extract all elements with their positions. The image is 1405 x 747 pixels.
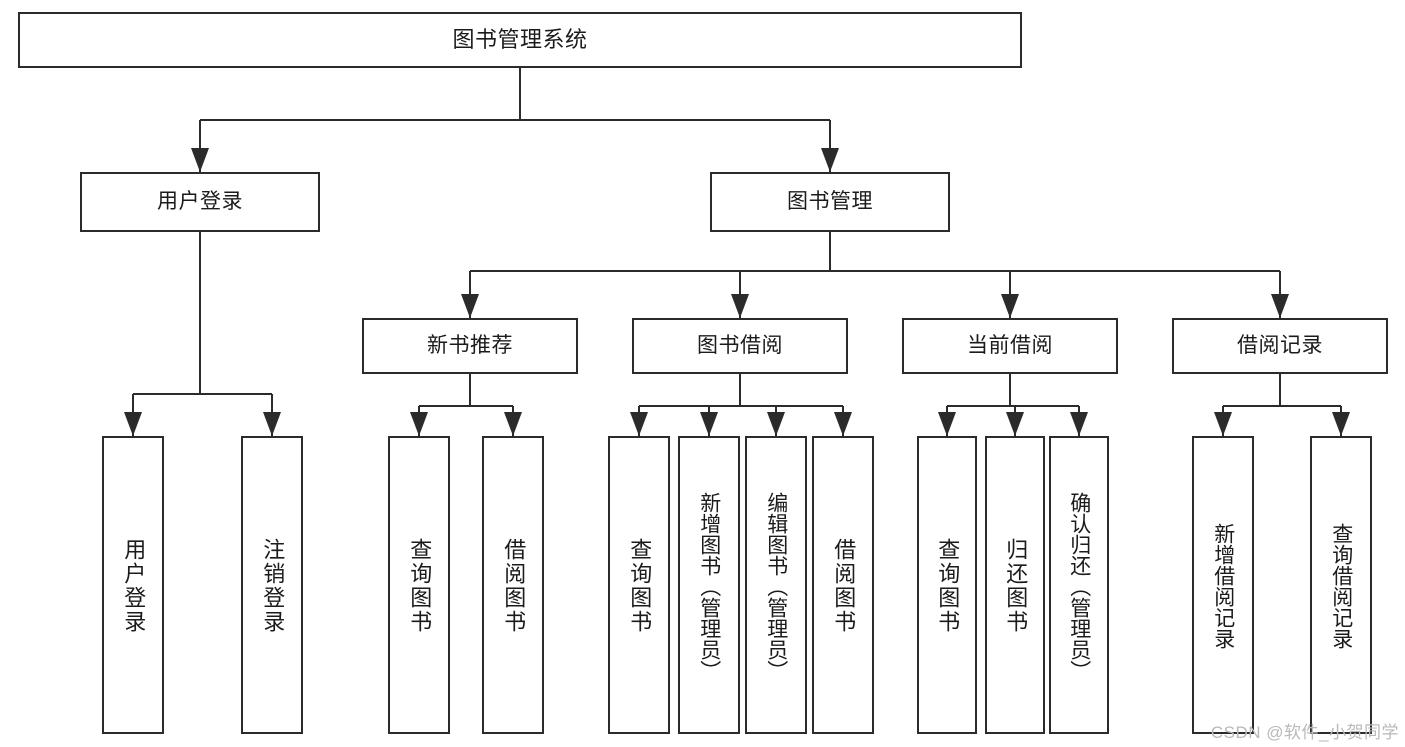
node-leaf_query_record-label: 查询借阅记录 (1329, 523, 1353, 649)
node-borrow_record[interactable]: 借阅记录 (1172, 318, 1388, 374)
node-book_manage[interactable]: 图书管理 (710, 172, 950, 232)
node-user_login-label: 用户登录 (157, 190, 243, 214)
node-leaf_return_book-label: 归还图书 (1003, 538, 1029, 634)
node-leaf_add_book[interactable]: 新增图书（管理员） (678, 436, 740, 734)
arrowhead-icon (1001, 294, 1019, 318)
node-leaf_user_login[interactable]: 用户登录 (102, 436, 164, 734)
node-leaf_query_book_1-label: 查询图书 (407, 538, 433, 634)
node-leaf_add_record[interactable]: 新增借阅记录 (1192, 436, 1254, 734)
arrowhead-icon (938, 412, 956, 436)
node-user_login[interactable]: 用户登录 (80, 172, 320, 232)
node-borrow_record-label: 借阅记录 (1237, 334, 1323, 358)
arrowhead-icon (834, 412, 852, 436)
arrowhead-icon (504, 412, 522, 436)
arrowhead-icon (1070, 412, 1088, 436)
arrowhead-icon (767, 412, 785, 436)
node-leaf_confirm_return[interactable]: 确认归还（管理员） (1049, 436, 1109, 734)
node-leaf_add_record-label: 新增借阅记录 (1211, 523, 1235, 649)
arrowhead-icon (410, 412, 428, 436)
node-leaf_add_book-label: 新增图书（管理员） (697, 491, 721, 681)
node-current_borrow-label: 当前借阅 (967, 334, 1053, 358)
node-leaf_return_book[interactable]: 归还图书 (985, 436, 1045, 734)
node-leaf_query_record[interactable]: 查询借阅记录 (1310, 436, 1372, 734)
arrowhead-icon (1214, 412, 1232, 436)
node-book_borrow[interactable]: 图书借阅 (632, 318, 848, 374)
node-leaf_user_logout[interactable]: 注销登录 (241, 436, 303, 734)
node-new_book_rec-label: 新书推荐 (427, 334, 513, 358)
node-root-root[interactable]: 图书管理系统 (18, 12, 1022, 68)
node-book_borrow-label: 图书借阅 (697, 334, 783, 358)
arrowhead-icon (124, 412, 142, 436)
node-leaf_borrow_book_1-label: 借阅图书 (501, 538, 527, 634)
node-leaf_query_book_3-label: 查询图书 (935, 538, 961, 634)
node-root-root-label: 图书管理系统 (452, 26, 588, 52)
node-leaf_edit_book[interactable]: 编辑图书（管理员） (745, 436, 807, 734)
node-leaf_query_book_1[interactable]: 查询图书 (388, 436, 450, 734)
node-leaf_borrow_book_2-label: 借阅图书 (831, 538, 857, 634)
arrowhead-icon (630, 412, 648, 436)
arrowhead-icon (821, 148, 839, 172)
arrowhead-icon (191, 148, 209, 172)
node-leaf_query_book_3[interactable]: 查询图书 (917, 436, 977, 734)
node-leaf_user_logout-label: 注销登录 (260, 538, 286, 634)
node-new_book_rec[interactable]: 新书推荐 (362, 318, 578, 374)
node-leaf_edit_book-label: 编辑图书（管理员） (764, 491, 788, 681)
arrowhead-icon (1271, 294, 1289, 318)
arrowhead-icon (263, 412, 281, 436)
arrowhead-icon (700, 412, 718, 436)
node-leaf_borrow_book_1[interactable]: 借阅图书 (482, 436, 544, 734)
arrowhead-icon (1006, 412, 1024, 436)
node-leaf_query_book_2-label: 查询图书 (627, 538, 653, 634)
arrowhead-icon (731, 294, 749, 318)
csdn-watermark: CSDN @软件_小贺同学 (1210, 723, 1399, 742)
arrowhead-icon (1332, 412, 1350, 436)
node-current_borrow[interactable]: 当前借阅 (902, 318, 1118, 374)
node-book_manage-label: 图书管理 (787, 190, 873, 214)
node-leaf_confirm_return-label: 确认归还（管理员） (1067, 491, 1091, 681)
node-leaf_query_book_2[interactable]: 查询图书 (608, 436, 670, 734)
arrowhead-icon (461, 294, 479, 318)
node-leaf_user_login-label: 用户登录 (121, 538, 147, 634)
node-leaf_borrow_book_2[interactable]: 借阅图书 (812, 436, 874, 734)
